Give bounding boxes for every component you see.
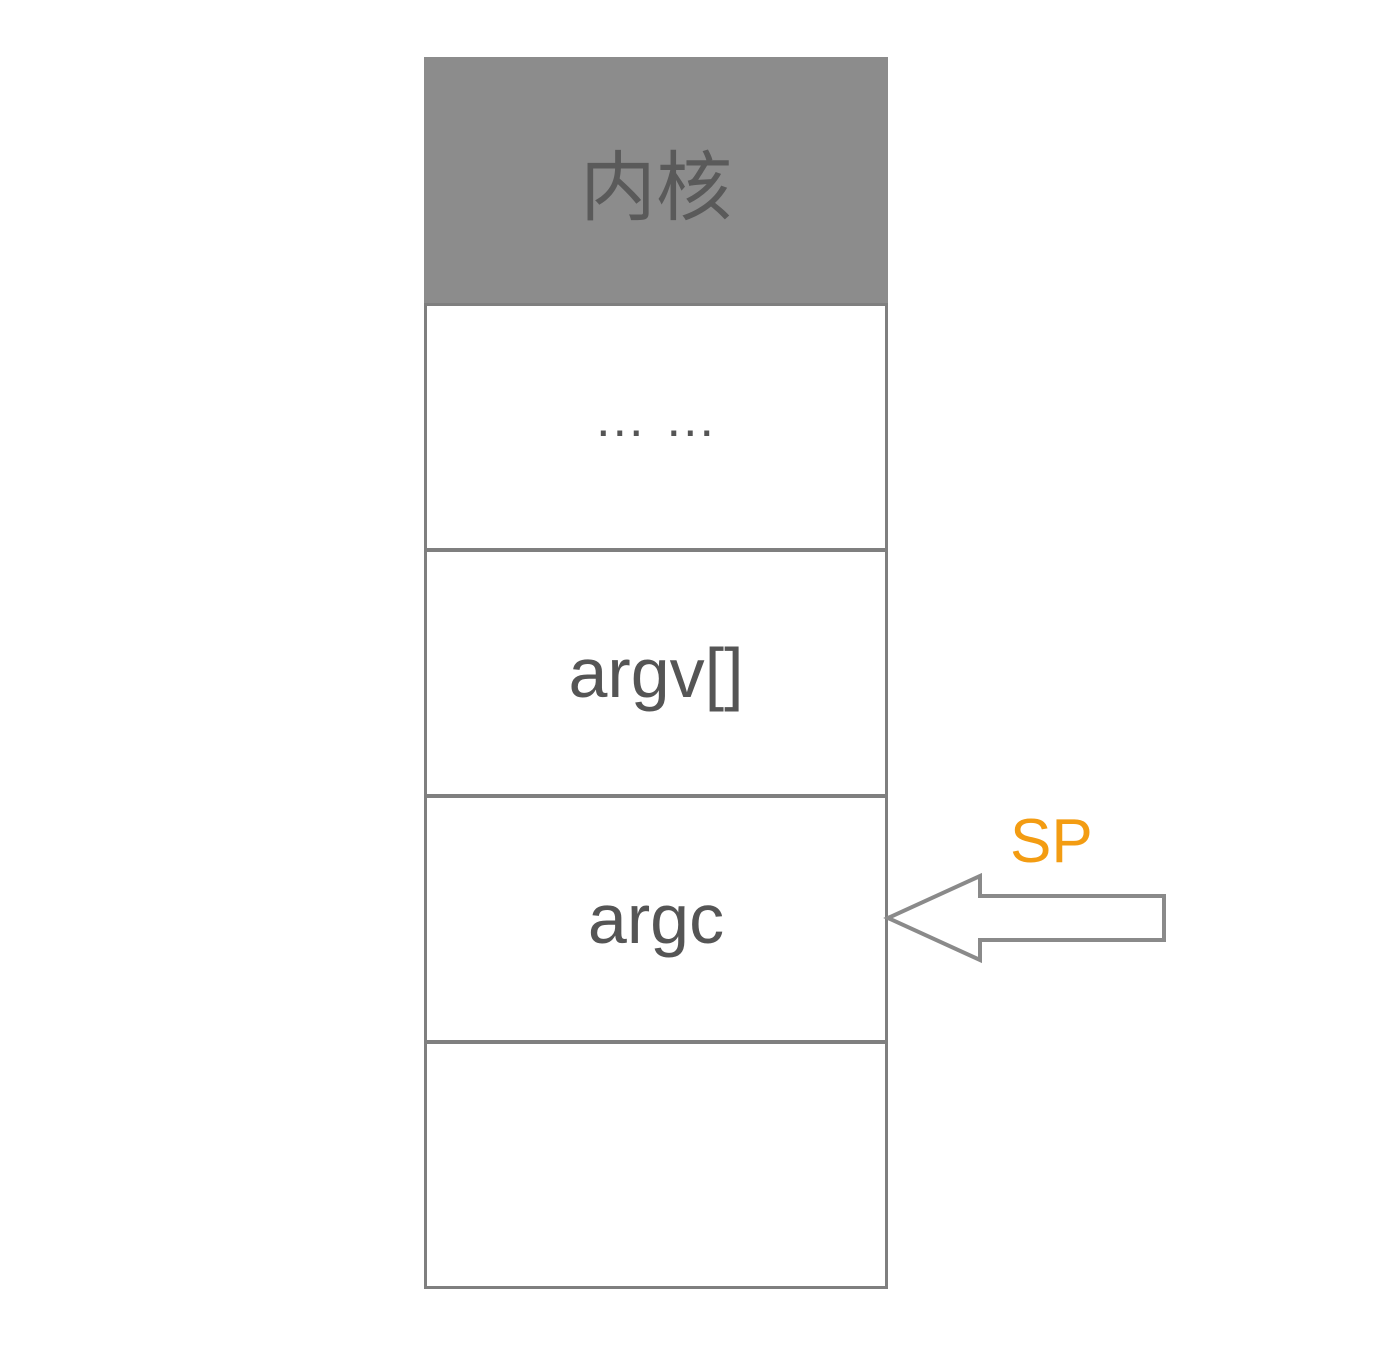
stack-cell-argc: argc <box>424 795 888 1043</box>
memory-stack: 内核 … … argv[] argc <box>424 57 888 1289</box>
stack-cell-kernel: 内核 <box>424 57 888 305</box>
sp-arrow-shape <box>883 872 1166 964</box>
stack-cell-ellipsis: … … <box>424 303 888 551</box>
stack-cell-label: argc <box>587 880 725 958</box>
left-arrow-icon <box>883 872 1166 964</box>
stack-cell-argv: argv[] <box>424 549 888 797</box>
stack-cell-label: 内核 <box>580 143 732 232</box>
stack-cell-label: … … <box>593 390 719 448</box>
sp-pointer-label: SP <box>1010 807 1093 876</box>
stack-cell-empty <box>424 1041 888 1289</box>
stack-cell-label: argv[] <box>568 634 744 712</box>
